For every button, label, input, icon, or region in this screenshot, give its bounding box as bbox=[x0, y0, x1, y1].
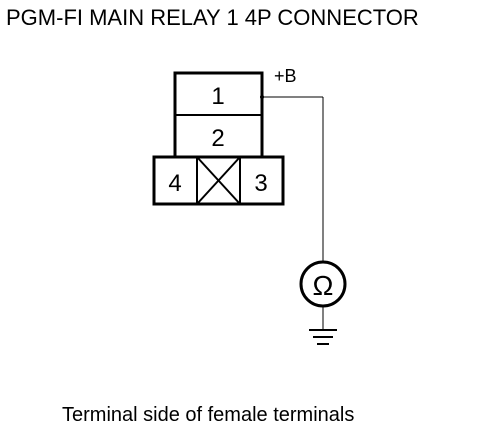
pin-3-label: 3 bbox=[254, 170, 267, 197]
ohmmeter-icon: Ω bbox=[299, 260, 347, 308]
pin-2-label: 2 bbox=[211, 125, 224, 152]
battery-voltage-label: +B bbox=[274, 66, 297, 86]
pin-1-label: 1 bbox=[211, 83, 224, 110]
probe-wire bbox=[262, 96, 324, 330]
ground-icon bbox=[309, 329, 337, 345]
probe-contact-point bbox=[260, 95, 264, 99]
diagram-title: PGM-FI MAIN RELAY 1 4P CONNECTOR bbox=[6, 5, 419, 30]
ohm-symbol: Ω bbox=[313, 270, 334, 301]
connector-lower-row bbox=[152, 155, 285, 206]
view-caption: Terminal side of female terminals bbox=[62, 404, 355, 426]
empty-cavity-icon bbox=[196, 156, 241, 205]
connector-housing bbox=[152, 71, 285, 206]
pin-4-label: 4 bbox=[168, 170, 181, 197]
